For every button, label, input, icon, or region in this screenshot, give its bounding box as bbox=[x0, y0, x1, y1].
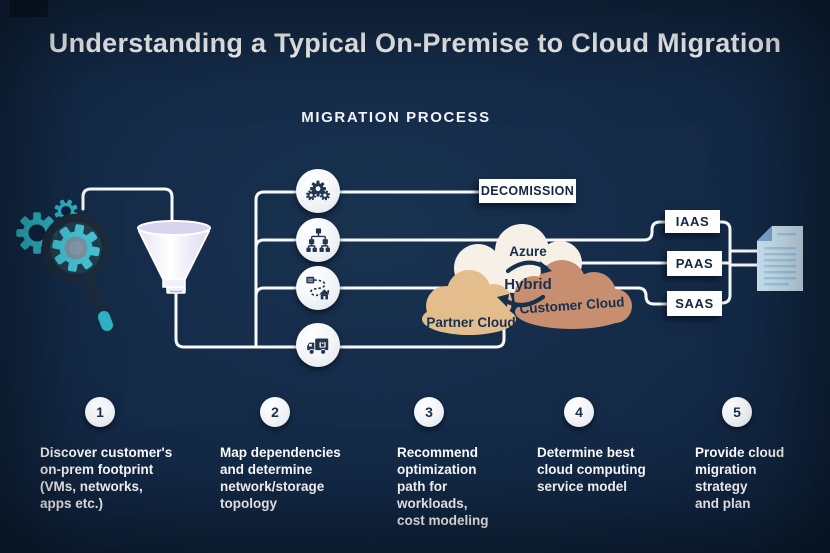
step-5-text: Provide cloud migration strategy and pla… bbox=[695, 445, 785, 511]
step-3-text: Recommend optimization path for workload… bbox=[397, 445, 489, 528]
azure-cloud-label: Azure bbox=[509, 244, 547, 259]
process-node-gears bbox=[296, 169, 340, 213]
step-1-text: Discover customer's on-prem footprint (V… bbox=[40, 445, 173, 511]
service-model-saas: SAAS bbox=[667, 291, 722, 316]
step-1-number: 1 bbox=[85, 397, 115, 427]
process-node-migration-path bbox=[296, 266, 340, 310]
funnel-icon bbox=[137, 220, 211, 294]
step-2-number: 2 bbox=[260, 397, 290, 427]
process-node-topology bbox=[296, 218, 340, 262]
partner-cloud-label: Partner Cloud bbox=[426, 315, 516, 330]
network-topology-icon bbox=[306, 228, 330, 252]
process-node-truck bbox=[296, 323, 340, 367]
step-2-text: Map dependencies and determine network/s… bbox=[220, 445, 341, 511]
gears-icon bbox=[304, 180, 332, 202]
partner-cloud-shape bbox=[422, 270, 516, 335]
service-model-paas: PAAS bbox=[667, 251, 722, 276]
step-4-number: 4 bbox=[564, 397, 594, 427]
service-model-iaas: IAAS bbox=[665, 210, 720, 233]
delivery-truck-icon bbox=[307, 338, 329, 355]
section-subtitle: MIGRATION PROCESS bbox=[301, 109, 491, 126]
connector-lines bbox=[81, 187, 760, 349]
hybrid-cloud-label: Hybrid bbox=[504, 276, 552, 293]
decommission-label: DECOMISSION bbox=[479, 179, 576, 203]
step-4-text: Determine best cloud computing service m… bbox=[537, 445, 646, 494]
migration-path-icon bbox=[306, 276, 330, 300]
corner-shade bbox=[10, 0, 48, 17]
magnifier-gears-icon bbox=[16, 195, 113, 331]
hybrid-cloud-group bbox=[422, 224, 632, 335]
document-icon bbox=[757, 226, 803, 291]
step-3-number: 3 bbox=[414, 397, 444, 427]
step-5-number: 5 bbox=[722, 397, 752, 427]
page-title: Understanding a Typical On-Premise to Cl… bbox=[48, 28, 782, 58]
